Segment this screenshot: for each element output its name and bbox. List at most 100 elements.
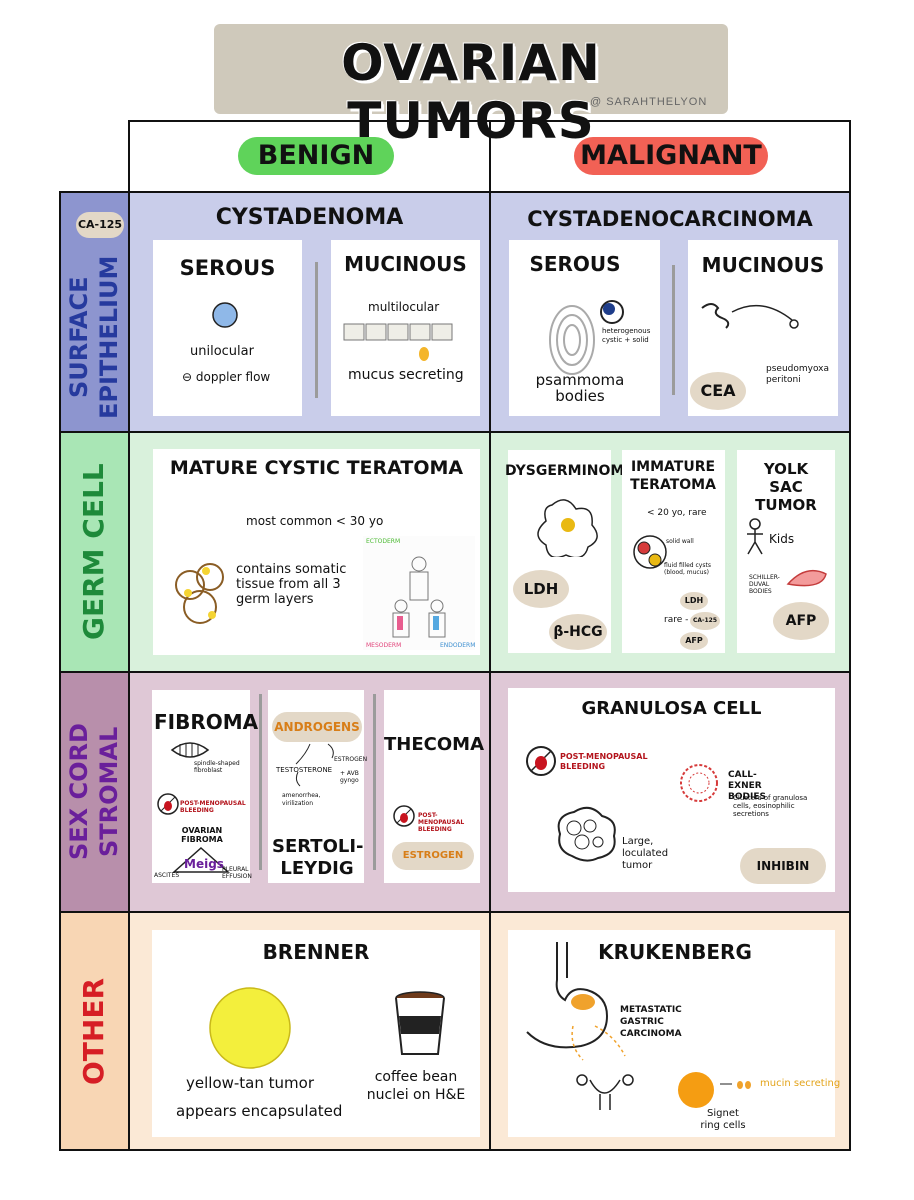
page-title: OVARIAN TUMORS xyxy=(341,34,601,150)
fibroma-note2: POST-MENOPAUSAL BLEEDING xyxy=(180,800,246,814)
fibroma-tri-center: Meigs xyxy=(184,857,224,871)
grid-h3 xyxy=(59,671,850,673)
mucinous-malignant-title: MUCINOUS xyxy=(701,253,825,277)
fibroma-tri-top: OVARIAN FIBROMA xyxy=(181,826,223,844)
loculated-tumor-icon xyxy=(557,806,616,862)
serous-malignant-caption: psammoma bodies xyxy=(535,371,625,405)
ectoderm-label: ECTODERM xyxy=(366,538,401,545)
fibroma-card xyxy=(152,690,250,883)
dysgerminoma-ldh-badge: LDH xyxy=(513,570,569,608)
granulosa-note3: Clusters of granulosa cells, eosinophili… xyxy=(733,794,808,818)
mucinous-benign-title: MUCINOUS xyxy=(344,252,467,276)
psammoma-body-icon xyxy=(549,300,624,375)
sex-divider1 xyxy=(259,694,262,870)
krukenberg-note2: Signet ring cells xyxy=(700,1108,746,1131)
spindle-fibroblast-icon xyxy=(170,742,210,758)
androgens-badge: ANDROGENS xyxy=(272,712,362,742)
cystadenoma-title: CYSTADENOMA xyxy=(215,205,404,230)
grid-bottom xyxy=(59,1149,850,1151)
krukenberg-note1: METASTATIC GASTRIC CARCINOMA xyxy=(620,1005,682,1039)
pseudomyxoma-spread-icon xyxy=(701,303,799,329)
sertoli-note2: ESTROGEN xyxy=(334,756,368,763)
sertoli-note4: amenorrhea, virilization xyxy=(282,792,321,807)
immature-ca125-badge: CA-125 xyxy=(690,612,720,630)
grid-v2 xyxy=(489,120,491,1151)
immature-rare: rare - xyxy=(664,615,689,625)
fibroma-note1: spindle-shaped fibroblast xyxy=(194,760,240,774)
teratoma-drawing-icon xyxy=(175,563,224,624)
sex-divider2 xyxy=(373,694,376,870)
grid-v3 xyxy=(849,120,851,1151)
surface-benign-divider xyxy=(315,262,318,398)
call-exner-body-icon xyxy=(680,764,718,802)
sertoli-arrows-icon xyxy=(295,743,334,787)
title-box xyxy=(214,24,728,114)
other-label-bg xyxy=(59,912,129,1150)
sertoli-title: SERTOLI-LEYDIG xyxy=(272,836,364,879)
yolk-sac-afp-badge: AFP xyxy=(773,602,829,640)
serous-benign-title: SEROUS xyxy=(179,256,276,280)
kid-stick-figure-icon xyxy=(747,518,763,555)
mature-teratoma-line1: most common < 30 yo xyxy=(246,514,384,528)
mucinous-malignant-note: pseudomyoxa peritoni xyxy=(766,364,830,385)
germ-layers-diagram xyxy=(363,536,475,650)
ovary-uterus-icon xyxy=(576,1074,634,1110)
unilocular-cyst-icon xyxy=(212,302,238,328)
dysgerminoma-bhcg-badge: β-HCG xyxy=(549,614,607,650)
multilocular-cyst-icon xyxy=(343,323,453,361)
germ-label: GERM CELL xyxy=(77,463,110,641)
granulosa-note1: POST-MENOPAUSAL BLEEDING xyxy=(560,752,648,771)
granulosa-bleeding-icon xyxy=(526,746,556,776)
brenner-line2: appears encapsulated xyxy=(176,1102,343,1120)
brenner-line3: coffee bean nuclei on H&E xyxy=(366,1069,466,1103)
mature-teratoma-line2: contains somatic tissue from all 3 germ … xyxy=(236,562,347,607)
thecoma-bleeding-icon xyxy=(393,805,415,827)
fibroma-tri-right: PLEURAL EFFUSION xyxy=(222,866,252,880)
mucinous-benign-line1: multilocular xyxy=(368,300,440,314)
dysgerminoma-cell-icon xyxy=(537,499,598,557)
fibroma-title: FIBROMA xyxy=(154,710,259,734)
estrogen-badge: ESTROGEN xyxy=(392,842,474,870)
yolk-sac-title: YOLK SAC TUMOR xyxy=(755,460,817,514)
credit: @ SARAHTHELYON xyxy=(590,96,708,108)
cystadenocarcinoma-title: CYSTADENOCARCINOMA xyxy=(527,207,813,231)
krukenberg-title: KRUKENBERG xyxy=(598,940,752,964)
grid-h4 xyxy=(59,911,850,913)
cea-badge: CEA xyxy=(690,372,746,410)
thecoma-title: THECOMA xyxy=(384,734,484,755)
immature-note2: fluid filled cysts (blood, mucus) xyxy=(664,562,711,576)
benign-pill: BENIGN xyxy=(238,137,394,175)
stomach-icon xyxy=(526,942,626,1061)
krukenberg-card xyxy=(508,930,835,1137)
fibroma-bleeding-icon xyxy=(157,793,179,815)
sex-label-bg xyxy=(59,672,129,912)
immature-teratoma-icon xyxy=(633,535,667,569)
yellow-tumor-icon xyxy=(209,987,291,1069)
mesoderm-label: MESODERM xyxy=(366,642,402,649)
immature-teratoma-title: IMMATURE TERATOMA xyxy=(630,459,716,493)
serous-malignant-title: SEROUS xyxy=(529,252,621,276)
schiller-duval-icon xyxy=(786,569,827,587)
serous-benign-line2: ⊖ doppler flow xyxy=(182,370,271,384)
other-label: OTHER xyxy=(77,977,110,1085)
surface-label: SURFACE EPITHELIUM xyxy=(65,255,123,420)
serous-malignant-note: heterogenous cystic + solid xyxy=(602,327,651,344)
serous-benign-line1: unilocular xyxy=(190,344,254,359)
malignant-pill: MALIGNANT xyxy=(574,137,768,175)
brenner-title: BRENNER xyxy=(262,940,370,964)
grid-v0 xyxy=(59,191,61,1151)
immature-afp-badge: AFP xyxy=(680,632,708,650)
grid-h1 xyxy=(59,191,850,193)
dysgerminoma-title: DYSGERMINOMA xyxy=(505,463,636,479)
surface-malignant-divider xyxy=(672,265,675,395)
immature-teratoma-line1: < 20 yo, rare xyxy=(647,508,707,518)
mature-teratoma-title: MATURE CYSTIC TERATOMA xyxy=(169,457,464,479)
inhibin-badge: INHIBIN xyxy=(740,848,826,884)
serous-benign-card xyxy=(153,240,302,416)
grid-h2 xyxy=(59,431,850,433)
endoderm-label: ENDODERM xyxy=(440,642,476,649)
fibroma-tri-left: ASCITES xyxy=(154,872,180,879)
granulosa-note4: Large, loculated tumor xyxy=(622,836,669,871)
signet-ring-cell-icon xyxy=(678,1072,714,1108)
immature-ldh-badge: LDH xyxy=(680,592,708,610)
